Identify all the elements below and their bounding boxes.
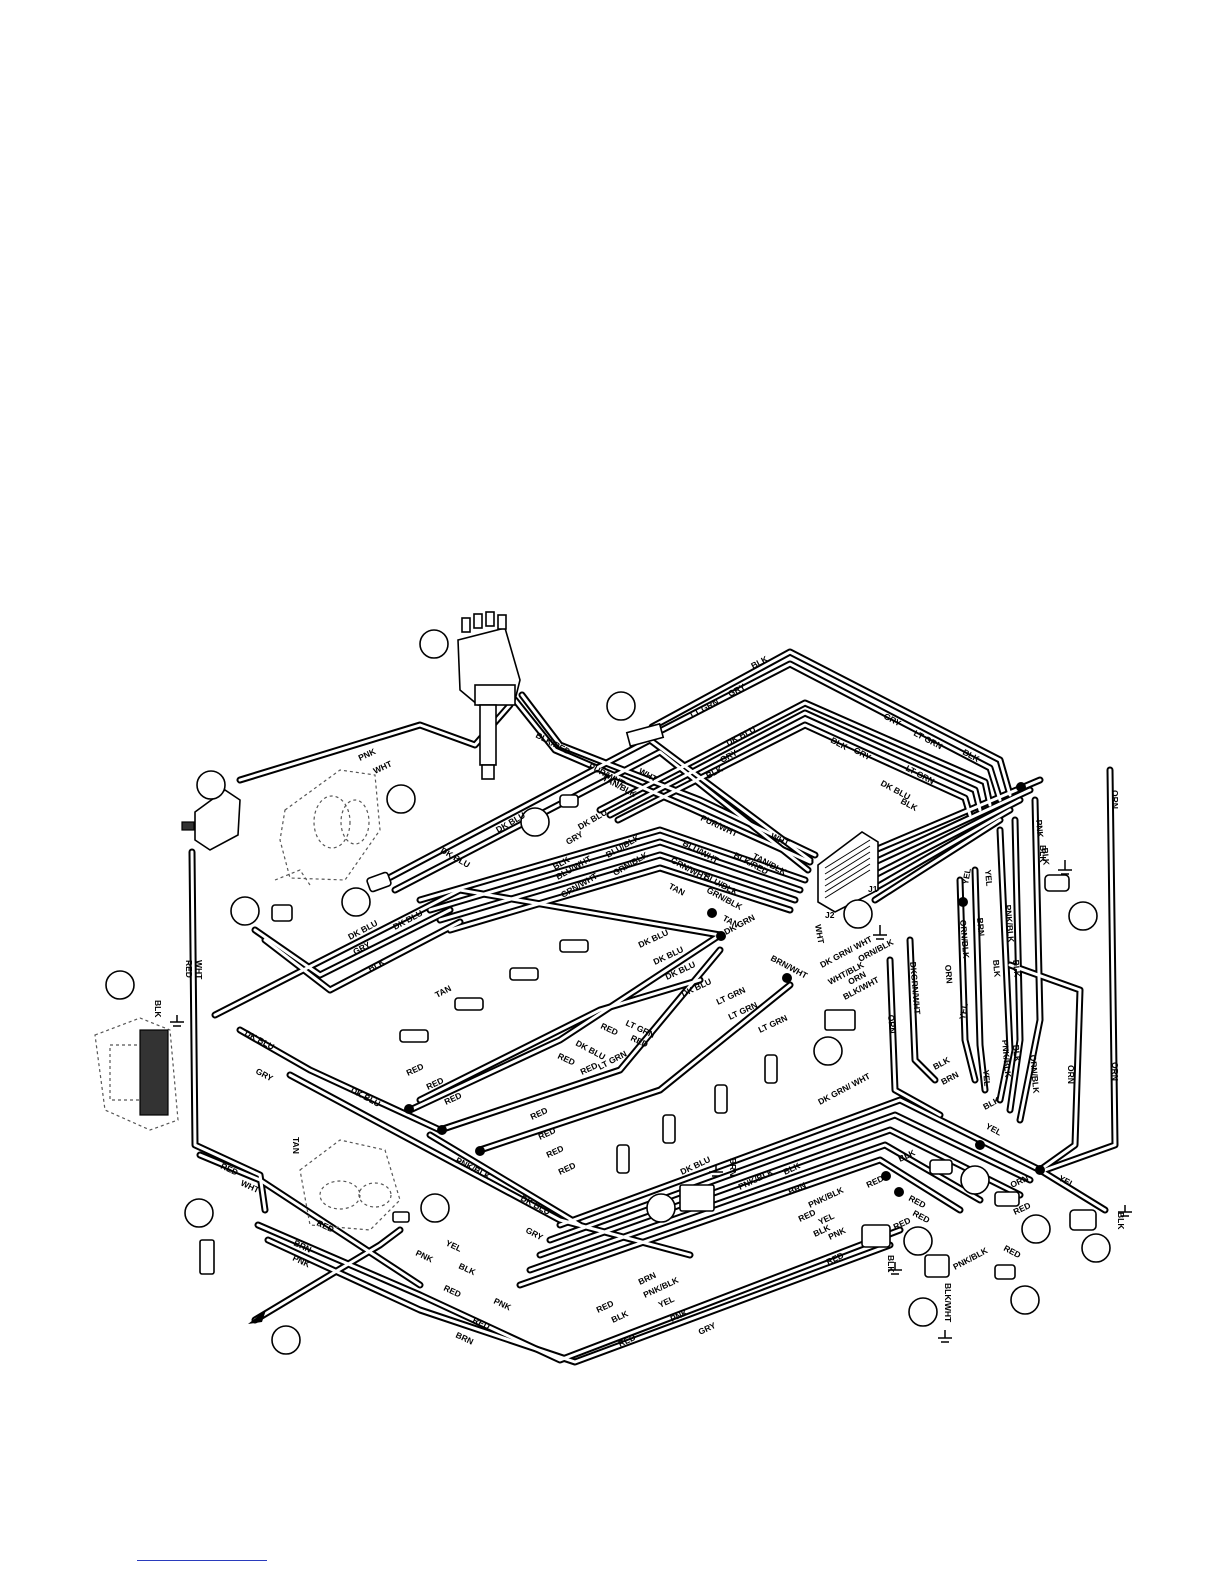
label-pnk: PNK	[414, 1248, 435, 1265]
splice-nodes	[404, 782, 1045, 1197]
label-yel: YEL	[960, 867, 973, 885]
callout-circles	[105, 629, 1111, 1355]
label-gry: GRY	[852, 745, 873, 762]
label-blk: BLK	[457, 1261, 478, 1278]
label-dk-blu: DK BLU	[349, 1085, 382, 1109]
label-yel: YEL	[984, 1121, 1003, 1138]
label-blk: BLK	[1011, 1044, 1023, 1063]
label-tan: TAN	[291, 1137, 301, 1154]
label-orn: ORN	[886, 1014, 898, 1034]
label-gry: GRY	[254, 1066, 275, 1083]
label-orn: ORN	[1110, 1062, 1120, 1081]
label-orn-blk: ORN/BLK	[958, 919, 971, 959]
label-yel: YEL	[444, 1238, 463, 1254]
label-blk: BLK	[931, 1054, 952, 1071]
label-red: RED	[557, 1160, 577, 1177]
label-brn: BRN	[975, 917, 987, 936]
label-dk-blu: DK BLU	[574, 1038, 607, 1062]
harness-arrow-icon	[248, 1310, 266, 1324]
label-blk: BLK	[886, 1255, 896, 1273]
label-yel: YEL	[657, 1294, 676, 1310]
ecm-module-icon	[817, 831, 879, 913]
label-orn: ORN	[1066, 1065, 1076, 1084]
sensor-components	[199, 722, 1097, 1280]
label-pnk: PNK	[827, 1225, 848, 1242]
label-red: RED	[529, 1105, 549, 1122]
fuel-pump-outline	[94, 1017, 179, 1131]
fuel-injector-icons	[399, 939, 778, 1174]
label-dkgrn-wht: DKGRN/WHT	[908, 961, 923, 1015]
label-blk: BLK	[1116, 1212, 1126, 1230]
label-gry: GRY	[697, 1320, 718, 1337]
label-red: RED	[911, 1208, 932, 1225]
label-wht: WHT	[194, 960, 204, 980]
label-pnk-blk: PNK/BLK	[1000, 1039, 1013, 1078]
label-gry: GRY	[564, 829, 585, 847]
ignition-coil-icon	[181, 789, 241, 851]
label-blk: BLK	[1011, 959, 1023, 978]
label-red: RED	[797, 1207, 817, 1224]
ground-icons	[170, 860, 1132, 1343]
label-dk-blu: DK BLU	[243, 1028, 276, 1052]
label-red: RED	[595, 1298, 615, 1315]
label-pnk-blk: PNK/BLK	[807, 1184, 846, 1209]
label-yel: YEL	[983, 869, 994, 886]
label-blk: BLK	[1040, 847, 1052, 866]
label-gry: GRY	[524, 1225, 545, 1242]
label-j1: J1	[868, 884, 878, 894]
footer-rule	[137, 1560, 267, 1561]
label-dk-blu: DK BLU	[637, 927, 670, 950]
label-pnk: PNK	[1034, 819, 1046, 839]
label-orn-blk: ORN/BLK	[1028, 1054, 1041, 1094]
label-red: RED	[184, 960, 194, 978]
label-red: RED	[865, 1173, 885, 1190]
label-brn: BRN	[728, 1158, 738, 1176]
label-gry: GRY	[882, 711, 903, 728]
label-blk: BLK	[610, 1308, 631, 1325]
manifold-outline	[299, 1139, 401, 1231]
label-pnk-blk: PNK/BLK	[951, 1245, 990, 1272]
label-yel: YEL	[957, 1002, 970, 1020]
label-pnk: PNK	[357, 746, 378, 763]
label-blk: BLK	[829, 735, 850, 752]
label-red: RED	[315, 1218, 335, 1235]
label-red: RED	[599, 1021, 619, 1038]
label-wht: WHT	[813, 924, 826, 946]
label-orn: ORN	[943, 964, 955, 984]
label-tan: TAN	[433, 983, 453, 1000]
label-orn: ORN	[1009, 1173, 1030, 1190]
wire-harness	[188, 648, 1119, 1366]
label-red: RED	[907, 1193, 928, 1210]
label-tan: TAN	[667, 881, 687, 898]
distributor-icon	[457, 611, 521, 780]
label-red: RED	[442, 1283, 462, 1300]
label-blk: BLK	[899, 796, 920, 813]
label-red: RED	[405, 1061, 425, 1078]
label-brn: BRN	[787, 1180, 808, 1197]
label-orn: ORN	[1110, 790, 1120, 809]
throttle-body-outline	[274, 769, 381, 886]
label-wht: WHT	[372, 758, 394, 776]
label-blk: BLK	[153, 1000, 163, 1018]
label-pnk: PNK	[492, 1296, 513, 1313]
label-j2: J2	[825, 910, 835, 920]
label-dk-blu: DK BLU	[576, 807, 609, 832]
label-lt-grn: LT GRN	[715, 985, 747, 1007]
label-dk-grn-wht: DK GRN/ WHT	[816, 1071, 872, 1107]
label-red: RED	[545, 1143, 565, 1160]
label-brn: BRN	[454, 1330, 475, 1347]
label-pnk-blk: PNK/BLK	[1003, 904, 1016, 943]
label-red: RED	[556, 1051, 576, 1068]
label-red: RED	[1002, 1243, 1023, 1260]
label-lt-grn: LT GRN	[757, 1013, 789, 1035]
label-yel: YEL	[981, 1069, 992, 1086]
label-blk: BLK	[991, 959, 1003, 978]
label-brn: BRN	[939, 1069, 960, 1086]
label-blk-wht-gnd: BLK/WHT	[943, 1283, 953, 1323]
label-blk: BLK	[1038, 845, 1048, 863]
